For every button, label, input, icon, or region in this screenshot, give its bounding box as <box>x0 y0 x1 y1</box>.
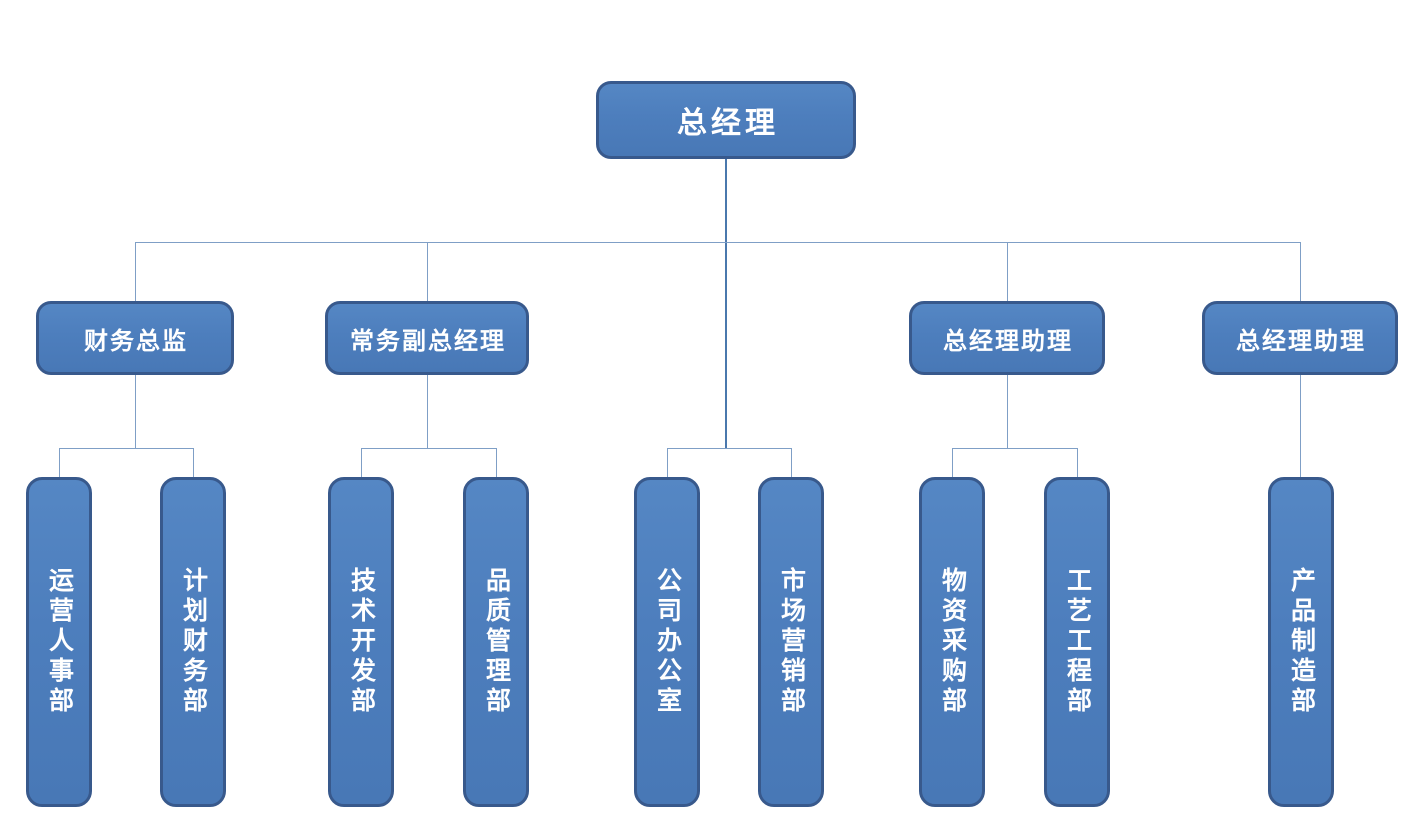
node-label: 技术开发部 <box>347 567 375 717</box>
node-label: 品质管理部 <box>482 567 510 717</box>
connector-g1-drop-2 <box>193 449 194 478</box>
node-label: 总经理 <box>677 107 779 140</box>
node-gm-assistant-2: 总经理助理 <box>1202 301 1398 375</box>
connector-main-rail <box>135 242 1301 243</box>
node-dept-process-engineering: 工艺工程部 <box>1044 477 1110 807</box>
node-label: 总经理助理 <box>943 328 1073 355</box>
node-dept-marketing: 市场营销部 <box>758 477 824 807</box>
connector-g1-drop-1 <box>59 449 60 478</box>
node-label: 市场营销部 <box>777 567 805 717</box>
node-label: 总经理助理 <box>1236 328 1366 355</box>
node-general-manager: 总经理 <box>596 81 856 159</box>
node-dept-operations-hr: 运营人事部 <box>26 477 92 807</box>
connector-g4-drop-1 <box>952 449 953 478</box>
connector-g2-drop-1 <box>361 449 362 478</box>
connector-center-stem <box>725 243 727 449</box>
connector-root-stem <box>725 159 727 243</box>
node-label: 工艺工程部 <box>1063 567 1091 717</box>
connector-g4-stem <box>1007 375 1008 449</box>
connector-drop-deputy-gm <box>427 243 428 301</box>
node-label: 计划财务部 <box>179 567 207 717</box>
connector-g4-rail <box>952 448 1078 449</box>
connector-g1-rail <box>59 448 194 449</box>
connector-g3-drop-2 <box>791 449 792 478</box>
node-dept-company-office: 公司办公室 <box>634 477 700 807</box>
node-label: 运营人事部 <box>45 567 73 717</box>
node-executive-deputy-gm: 常务副总经理 <box>325 301 529 375</box>
connector-g2-drop-2 <box>496 449 497 478</box>
node-gm-assistant-1: 总经理助理 <box>909 301 1105 375</box>
node-label: 产品制造部 <box>1287 567 1315 717</box>
node-label: 物资采购部 <box>938 567 966 717</box>
connector-drop-gm-assistant-2 <box>1300 243 1301 301</box>
connector-g1-stem <box>135 375 136 449</box>
node-finance-director: 财务总监 <box>36 301 234 375</box>
connector-g5-stem <box>1300 375 1301 478</box>
connector-g2-stem <box>427 375 428 449</box>
connector-drop-gm-assistant-1 <box>1007 243 1008 301</box>
connector-g3-drop-1 <box>667 449 668 478</box>
node-dept-materials-procurement: 物资采购部 <box>919 477 985 807</box>
node-label: 财务总监 <box>84 328 188 355</box>
node-label: 常务副总经理 <box>350 328 506 355</box>
connector-g2-rail <box>361 448 497 449</box>
node-label: 公司办公室 <box>653 567 681 717</box>
node-dept-quality-management: 品质管理部 <box>463 477 529 807</box>
node-dept-planning-finance: 计划财务部 <box>160 477 226 807</box>
node-dept-product-manufacturing: 产品制造部 <box>1268 477 1334 807</box>
node-dept-tech-development: 技术开发部 <box>328 477 394 807</box>
connector-g3-rail <box>667 448 792 449</box>
connector-g4-drop-2 <box>1077 449 1078 478</box>
connector-drop-finance-director <box>135 243 136 301</box>
